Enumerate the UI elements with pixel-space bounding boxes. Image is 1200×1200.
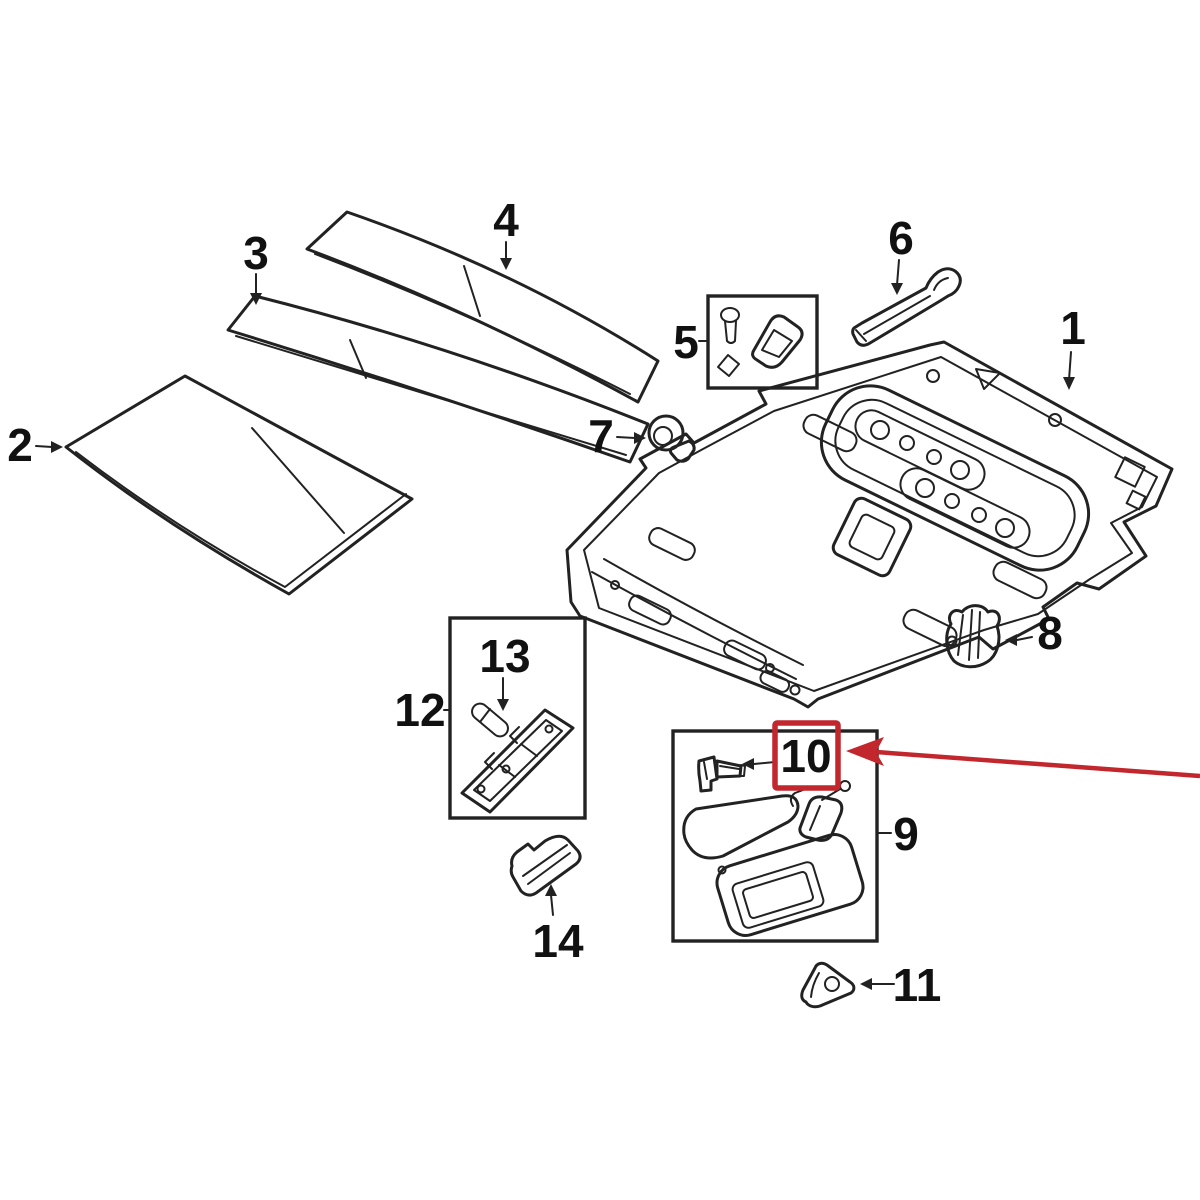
part-label-14: 14: [532, 915, 584, 967]
part-11-bracket-drawing: [800, 961, 856, 1009]
part-label-12: 12: [394, 684, 445, 736]
rail-bracket-b: [899, 467, 1031, 549]
leader-arrow-1: [1068, 351, 1072, 381]
bulb-drawing: [471, 702, 509, 738]
visor-clip-drawing: [697, 755, 746, 793]
sunroof-opening: [819, 384, 1091, 572]
part-3-pad-drawing: [226, 294, 650, 464]
leader-arrow-7: [616, 436, 636, 439]
part-1-headliner-drawing: [565, 340, 1174, 709]
highlight-arrowhead-icon: [846, 737, 884, 766]
part-12-lamp-box: [448, 616, 587, 820]
leader-arrow-10: [753, 761, 776, 765]
leader-arrow-14: [550, 894, 554, 916]
console-cutout: [831, 496, 913, 578]
part-label-8: 8: [1037, 607, 1063, 659]
sunvisor-mirror: [731, 861, 825, 929]
part-label-10: 10: [780, 730, 831, 782]
part-label-9: 9: [893, 808, 919, 860]
sunvisor-drawing: [682, 780, 865, 937]
part-label-6: 6: [888, 212, 914, 264]
part-8-clip-drawing: [945, 604, 1001, 669]
leader-arrow-8: [1016, 636, 1033, 641]
lamp-drawing: [460, 708, 575, 814]
part-label-4: 4: [493, 194, 519, 246]
part-2-pad-drawing: [64, 374, 414, 596]
screw-drawing: [720, 307, 740, 344]
part-14-lens-drawing: [509, 834, 582, 897]
part-label-5: 5: [673, 316, 699, 368]
part-4-pad-drawing: [305, 210, 660, 404]
part-7-clip-drawing: [647, 414, 696, 463]
highlight-arrow-line: [875, 749, 1200, 779]
part-label-7: 7: [588, 410, 614, 462]
part-label-13: 13: [479, 630, 530, 682]
part-label-11: 11: [893, 959, 942, 1011]
part-6-bracket-drawing: [851, 267, 962, 347]
leader-arrow-2: [35, 445, 53, 448]
part-5-hardware-box: [706, 294, 819, 390]
highlight-box-part-10: [772, 720, 841, 791]
callouts: 1 2 3 4 5 6 7 8 9 10: [7, 194, 1086, 1011]
highlight-part-10: [772, 720, 1200, 791]
rail-bracket-a: [854, 409, 986, 491]
part-label-3: 3: [243, 227, 269, 279]
clip-drawing: [751, 314, 804, 369]
leader-arrow-6: [896, 259, 900, 286]
washer-drawing: [717, 354, 740, 377]
part-label-1: 1: [1060, 302, 1086, 354]
part-label-2: 2: [7, 419, 33, 471]
